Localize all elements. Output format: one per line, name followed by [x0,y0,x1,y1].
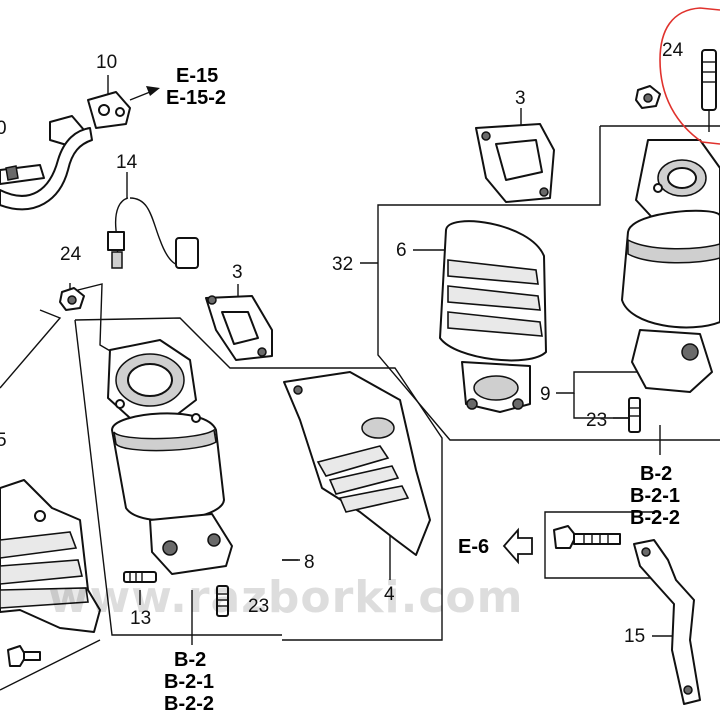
group-outlines [0,75,720,691]
part-15-bracket [633,539,701,705]
highlight-circle [659,7,720,145]
callout-13: 13 [130,608,151,629]
bolt-box [544,511,660,579]
callout-9: 9 [540,384,551,405]
bolt-e6 [553,525,621,549]
part-13-stud [123,571,157,583]
callout-numbers: 10 14 24 3 3 6 32 24 9 23 8 4 13 23 15 5… [0,40,684,647]
ref-b2-2-bottom: B-2-2 [164,693,214,715]
ref-b2-2-right: B-2-2 [630,507,680,529]
callout-5-partial: 5 [0,430,7,451]
callout-6: 6 [396,240,407,261]
part-3-gasket-left [205,295,273,361]
callout-24-left: 24 [60,244,82,265]
callout-23-right: 23 [586,410,607,431]
oxygen-sensor-right [701,49,717,132]
ref-e6: E-6 [458,536,489,558]
callout-32: 32 [332,254,353,275]
part-3-gasket-right [475,123,555,203]
arrow-e6-icon [502,527,533,565]
catalytic-converter-left [107,339,233,575]
part-6-catalytic-converter [439,220,547,413]
catalytic-converter-right [621,139,720,393]
ref-b2-1-bottom: B-2-1 [164,671,214,693]
part-23-stud-right [628,397,641,433]
ref-b2-1-right: B-2-1 [630,485,680,507]
ref-e15-2: E-15-2 [166,87,226,109]
callout-10-partial: 0 [0,118,7,139]
ref-b2-right: B-2 [640,463,672,485]
part-23-stud-bottom [216,585,229,617]
callout-8: 8 [304,552,315,573]
part-10-flange [49,91,131,147]
group-outline-left [74,317,443,641]
watermark: www.razborki.com [48,572,524,623]
part-14-oxygen-sensor [107,197,199,269]
catalytic-converter-far-left [0,479,101,633]
ref-b2-bottom: B-2 [174,649,206,671]
group-outline-right [377,126,720,441]
callout-14: 14 [116,152,138,173]
part-24-nut-left [59,287,85,311]
part-24-nut-right [635,85,661,109]
callout-10: 10 [96,52,117,73]
callout-3-right: 3 [515,88,526,109]
exhaust-pipe-left [0,127,93,211]
callout-15: 15 [624,626,645,647]
callout-24-right: 24 [662,40,684,61]
callout-23-bottom: 23 [248,596,269,617]
bolt-far-left [7,645,41,667]
reference-codes: E-15 E-15-2 B-2 B-2-1 B-2-2 B-2 B-2-1 B-… [164,65,680,715]
part-4-heat-shield [283,371,431,556]
callout-4: 4 [384,584,395,605]
arrow-e15 [129,86,160,101]
callout-3-left: 3 [232,262,243,283]
ref-e15: E-15 [176,65,218,87]
